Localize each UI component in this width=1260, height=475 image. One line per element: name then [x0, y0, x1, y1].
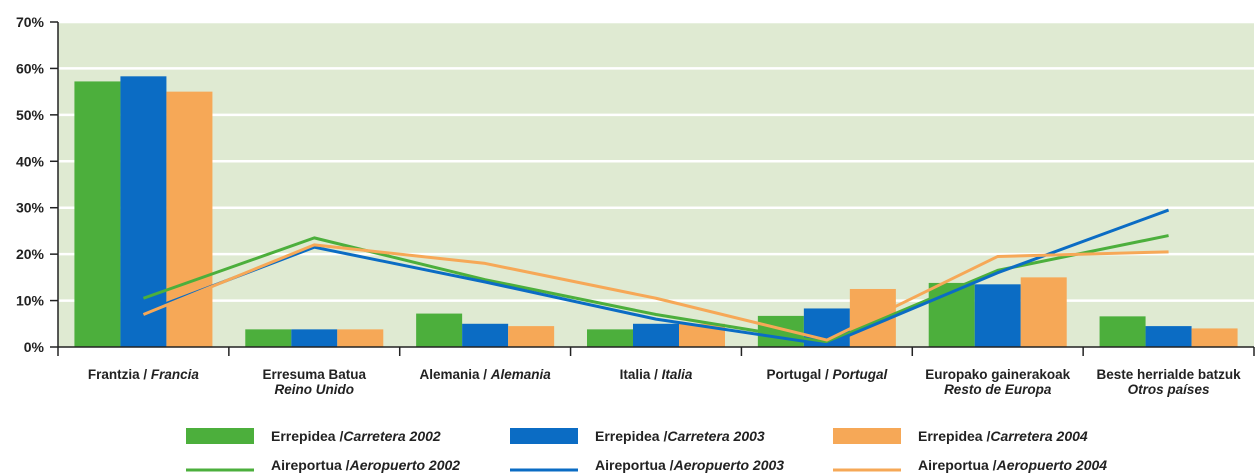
bar: [974, 284, 1021, 347]
y-tick-label: 30%: [16, 200, 45, 216]
series-line: [142, 243, 1169, 342]
legend-label: Aireportua /Aeropuerto 2004: [918, 457, 1107, 473]
y-axis: 0% 10% 20% 30% 40% 50% 60% 70%: [16, 14, 59, 355]
bar: [416, 313, 463, 347]
bar: [120, 76, 167, 348]
bar: [166, 91, 213, 348]
x-tick-label: Frantzia / Francia: [88, 367, 200, 382]
series-line: [142, 234, 1169, 344]
bar: [1020, 277, 1067, 347]
legend-swatch-bar: [186, 428, 254, 444]
grid-lines: [58, 20, 1254, 302]
bar: [679, 323, 725, 347]
bar: [462, 323, 509, 347]
bar: [245, 329, 292, 347]
y-tick-label: 10%: [16, 293, 45, 309]
series-line: [142, 208, 1170, 347]
bar: [337, 329, 384, 347]
legend-label: Errepidea /Carretera 2002: [271, 428, 441, 444]
bar: [633, 323, 679, 347]
x-tick-label: Beste herrialde batzuk: [1097, 367, 1242, 382]
x-tick-label: Erresuma Batua: [263, 367, 367, 382]
y-tick-label: 20%: [16, 246, 45, 262]
legend-swatch-bar: [510, 428, 578, 444]
bar: [74, 81, 121, 347]
bars: [74, 76, 1238, 348]
x-tick-label-secondary: Otros países: [1128, 382, 1210, 397]
bar: [291, 329, 338, 347]
lines: [142, 208, 1170, 347]
x-tick-label: Europako gainerakoak: [925, 367, 1070, 382]
legend-label: Aireportua /Aeropuerto 2003: [595, 457, 784, 473]
y-tick-label: 0%: [24, 339, 45, 355]
y-tick-label: 70%: [16, 14, 45, 30]
y-tick-label: 60%: [16, 60, 45, 76]
bar: [1099, 316, 1146, 347]
x-tick-label-secondary: Resto de Europa: [944, 382, 1052, 397]
x-tick-label: Portugal / Portugal: [766, 367, 887, 382]
bar: [1191, 328, 1238, 347]
x-tick-label: Italia / Italia: [620, 367, 693, 382]
x-tick-label-secondary: Reino Unido: [275, 382, 355, 397]
x-tick-label: Alemania / Alemania: [419, 367, 551, 382]
bar: [1145, 326, 1192, 347]
y-tick-label: 40%: [16, 153, 45, 169]
bar: [508, 326, 555, 347]
legend: Errepidea /Carretera 2002 Errepidea /Carr…: [186, 428, 1107, 473]
y-tick-label: 50%: [16, 107, 45, 123]
legend-label: Aireportua /Aeropuerto 2002: [271, 457, 460, 473]
legend-label: Errepidea /Carretera 2003: [595, 428, 765, 444]
legend-swatch-bar: [833, 428, 901, 444]
bar: [587, 329, 633, 347]
legend-label: Errepidea /Carretera 2004: [918, 428, 1088, 444]
